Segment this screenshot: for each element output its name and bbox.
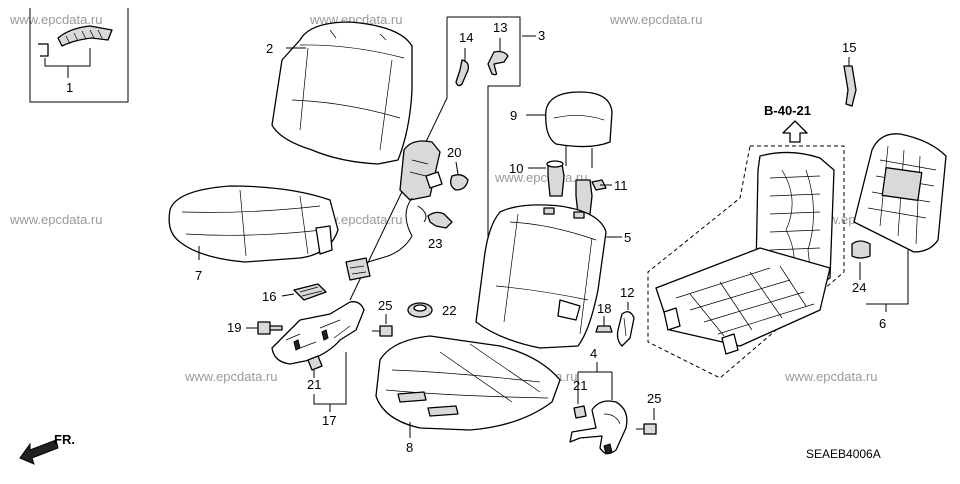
- part-17-side-trim: [271, 301, 365, 365]
- part-3-bracket: [349, 16, 536, 301]
- part-19-screw: [246, 321, 283, 335]
- leader-17: [313, 352, 347, 412]
- part-13-wire-clip: [487, 38, 509, 76]
- callout-14: 14: [459, 30, 473, 45]
- callout-9: 9: [510, 108, 517, 123]
- part-16-trim: [293, 283, 327, 301]
- part-23-clip: [427, 211, 453, 229]
- callout-21a: 21: [307, 377, 321, 392]
- part-14-wire-clip: [455, 48, 470, 87]
- leader-6: [859, 250, 909, 312]
- callout-2: 2: [266, 41, 273, 56]
- part-18-clip: [595, 316, 613, 333]
- callout-10: 10: [509, 161, 523, 176]
- part-24-grommet: [851, 240, 871, 259]
- part-7-cushion-cover: [168, 185, 339, 263]
- watermark: www.epcdata.ru: [9, 12, 103, 27]
- callout-6: 6: [879, 316, 886, 331]
- part-8-cushion-pad: [375, 335, 561, 431]
- part-20-grommet: [450, 174, 469, 191]
- part-25-clip-b: [636, 423, 657, 435]
- callout-19: 19: [227, 320, 241, 335]
- leader-4: [577, 362, 613, 404]
- callout-18: 18: [597, 301, 611, 316]
- part-5-seatback-pad: [475, 204, 607, 349]
- part-25-clip-a: [372, 325, 393, 337]
- callout-21b: 21: [573, 378, 587, 393]
- callout-24: 24: [852, 280, 866, 295]
- watermark: www.epcdata.ru: [184, 369, 278, 384]
- part-9-headrest: [545, 91, 613, 168]
- seat-frame-assembly: [647, 145, 845, 379]
- reference-arrow-icon: [782, 120, 808, 143]
- watermark: www.epcdata.ru: [784, 369, 878, 384]
- callout-15: 15: [842, 40, 856, 55]
- part-6-back-panel: [853, 133, 947, 253]
- callout-22: 22: [442, 303, 456, 318]
- leader-20: [455, 161, 459, 175]
- reference-label: B-40-21: [764, 103, 811, 118]
- part-20-harness: [345, 140, 443, 281]
- part-12-cover: [616, 302, 635, 347]
- front-arrow-icon: [19, 439, 59, 465]
- callout-23: 23: [428, 236, 442, 251]
- callout-16: 16: [262, 289, 276, 304]
- part-10-guide: [546, 160, 565, 197]
- callout-11: 11: [614, 178, 628, 193]
- callout-25a: 25: [378, 298, 392, 313]
- callout-7: 7: [195, 268, 202, 283]
- front-label: FR.: [54, 432, 75, 447]
- watermark: www.epcdata.ru: [609, 12, 703, 27]
- callout-1: 1: [66, 80, 73, 95]
- part-4-recliner-cover: [569, 400, 628, 455]
- callout-20: 20: [447, 145, 461, 160]
- part-21-clip-b: [573, 405, 587, 419]
- part-1-clip-set: [29, 8, 129, 103]
- callout-5: 5: [624, 230, 631, 245]
- part-21-clip-a: [307, 355, 323, 378]
- leader-16: [281, 293, 295, 297]
- diagram-code: SEAEB4006A: [806, 447, 881, 461]
- callout-3: 3: [538, 28, 545, 43]
- callout-17: 17: [322, 413, 336, 428]
- part-22-grommet: [407, 302, 433, 318]
- part-15-wire: [843, 57, 857, 107]
- callout-25b: 25: [647, 391, 661, 406]
- callout-12: 12: [620, 285, 634, 300]
- callout-4: 4: [590, 346, 597, 361]
- callout-8: 8: [406, 440, 413, 455]
- watermark: www.epcdata.ru: [9, 212, 103, 227]
- part-2-seatback-cover: [271, 21, 413, 165]
- callout-13: 13: [493, 20, 507, 35]
